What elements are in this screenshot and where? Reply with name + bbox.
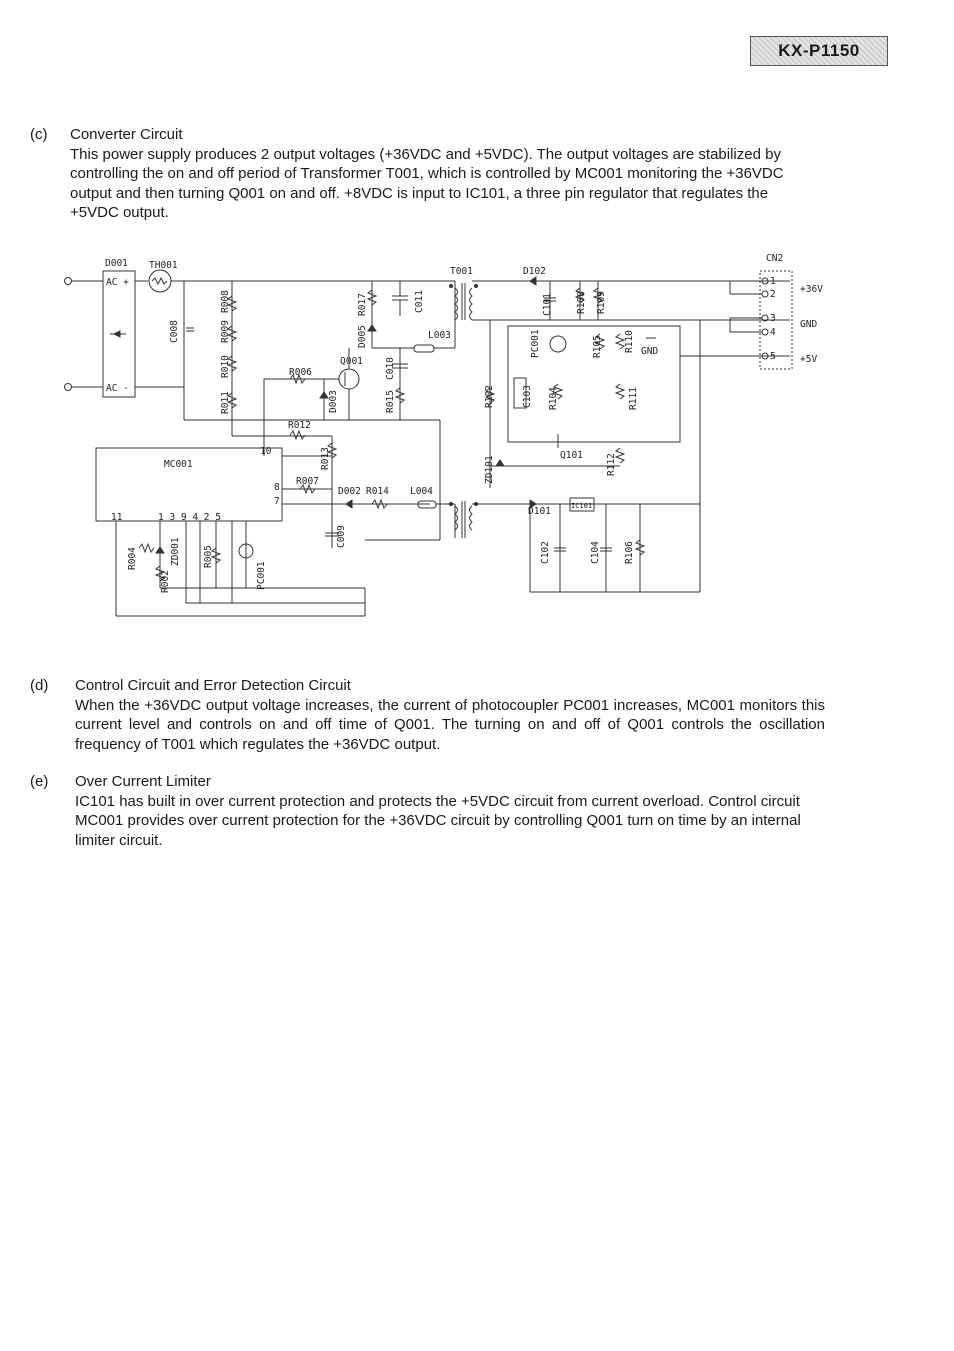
- section-label: (c): [30, 126, 48, 143]
- label-r008: R008: [220, 290, 231, 313]
- label-mc-pin10: 10: [260, 446, 272, 457]
- power-supply-schematic: D001 AC + AC - TH001 C008 R008 R009 R010…: [60, 248, 840, 628]
- label-ic101: IC101: [571, 502, 592, 510]
- label-d005: D005: [357, 325, 368, 348]
- label-c010: C010: [385, 357, 396, 380]
- model-number-badge: KX-P1150: [750, 36, 888, 66]
- label-r015: R015: [385, 390, 396, 413]
- label-mc001: MC001: [164, 459, 193, 470]
- label-r002: R002: [160, 570, 171, 593]
- label-r102: R102: [484, 385, 495, 408]
- label-th001: TH001: [149, 260, 178, 271]
- section-label: (d): [30, 677, 49, 694]
- label-r108: R108: [576, 291, 587, 314]
- section-body: When the +36VDC output voltage increases…: [75, 696, 825, 753]
- label-output-36v: +36V: [800, 284, 823, 295]
- section-title: Converter Circuit: [70, 126, 183, 143]
- label-zd001: ZD001: [170, 537, 181, 566]
- label-q101: Q101: [560, 450, 583, 461]
- label-t001: T001: [450, 266, 473, 277]
- label-ac-minus: AC -: [106, 383, 129, 394]
- label-r106: R106: [624, 541, 635, 564]
- label-r109: R109: [596, 291, 607, 314]
- label-mc-pin8: 8: [274, 482, 280, 493]
- label-output-5v: +5V: [800, 354, 817, 365]
- label-r104: R104: [548, 387, 559, 410]
- label-cn2-pin2: 2: [770, 289, 776, 300]
- label-r013: R013: [320, 447, 331, 470]
- label-ac-plus: AC +: [106, 277, 129, 288]
- label-d002: D002: [338, 486, 361, 497]
- label-d003: D003: [328, 390, 339, 413]
- label-r112: R112: [606, 453, 617, 476]
- label-r006: R006: [289, 367, 312, 378]
- label-cn2-pin3: 3: [770, 313, 776, 324]
- label-cn2-pin4: 4: [770, 327, 776, 338]
- label-c101: C101: [542, 293, 553, 316]
- label-cn2: CN2: [766, 253, 783, 264]
- label-r009: R009: [220, 320, 231, 343]
- label-c103: C103: [522, 385, 533, 408]
- section-title: Control Circuit and Error Detection Circ…: [75, 677, 351, 694]
- label-c008: C008: [169, 320, 180, 343]
- label-l004: L004: [410, 486, 433, 497]
- section-body: IC101 has built in over current protecti…: [75, 792, 801, 849]
- label-c102: C102: [540, 541, 551, 564]
- label-d102: D102: [523, 266, 546, 277]
- label-c104: C104: [590, 541, 601, 564]
- label-d101: D101: [528, 506, 551, 517]
- section-label: (e): [30, 773, 49, 790]
- label-r111: R111: [628, 387, 639, 410]
- label-pc001-secondary: PC001: [530, 329, 541, 358]
- label-r004: R004: [127, 547, 138, 570]
- label-r105: R105: [592, 335, 603, 358]
- label-r007: R007: [296, 476, 319, 487]
- label-c011: C011: [414, 290, 425, 313]
- label-d001: D001: [105, 258, 128, 269]
- label-mc-pin7: 7: [274, 496, 280, 507]
- label-q001: Q001: [340, 356, 363, 367]
- label-gnd-symbol: GND: [641, 346, 658, 357]
- label-cn2-pin5: 5: [770, 351, 776, 362]
- label-r017: R017: [357, 293, 368, 316]
- label-mc-pins-bottom: 1 3 9 4 2 5: [158, 512, 221, 523]
- label-r011: R011: [220, 391, 231, 414]
- label-r005: R005: [203, 545, 214, 568]
- label-l003: L003: [428, 330, 451, 341]
- label-r110: R110: [624, 330, 635, 353]
- label-mc-pin11: 11: [111, 512, 123, 523]
- label-cn2-pin1: 1: [770, 276, 776, 287]
- label-c009: C009: [336, 525, 347, 548]
- label-r012: R012: [288, 420, 311, 431]
- section-title: Over Current Limiter: [75, 773, 211, 790]
- section-body: This power supply produces 2 output volt…: [70, 145, 784, 222]
- label-output-gnd: GND: [800, 319, 817, 330]
- label-r014: R014: [366, 486, 389, 497]
- label-pc001-primary: PC001: [256, 561, 267, 590]
- label-zd101: ZD101: [484, 455, 495, 484]
- label-r010: R010: [220, 355, 231, 378]
